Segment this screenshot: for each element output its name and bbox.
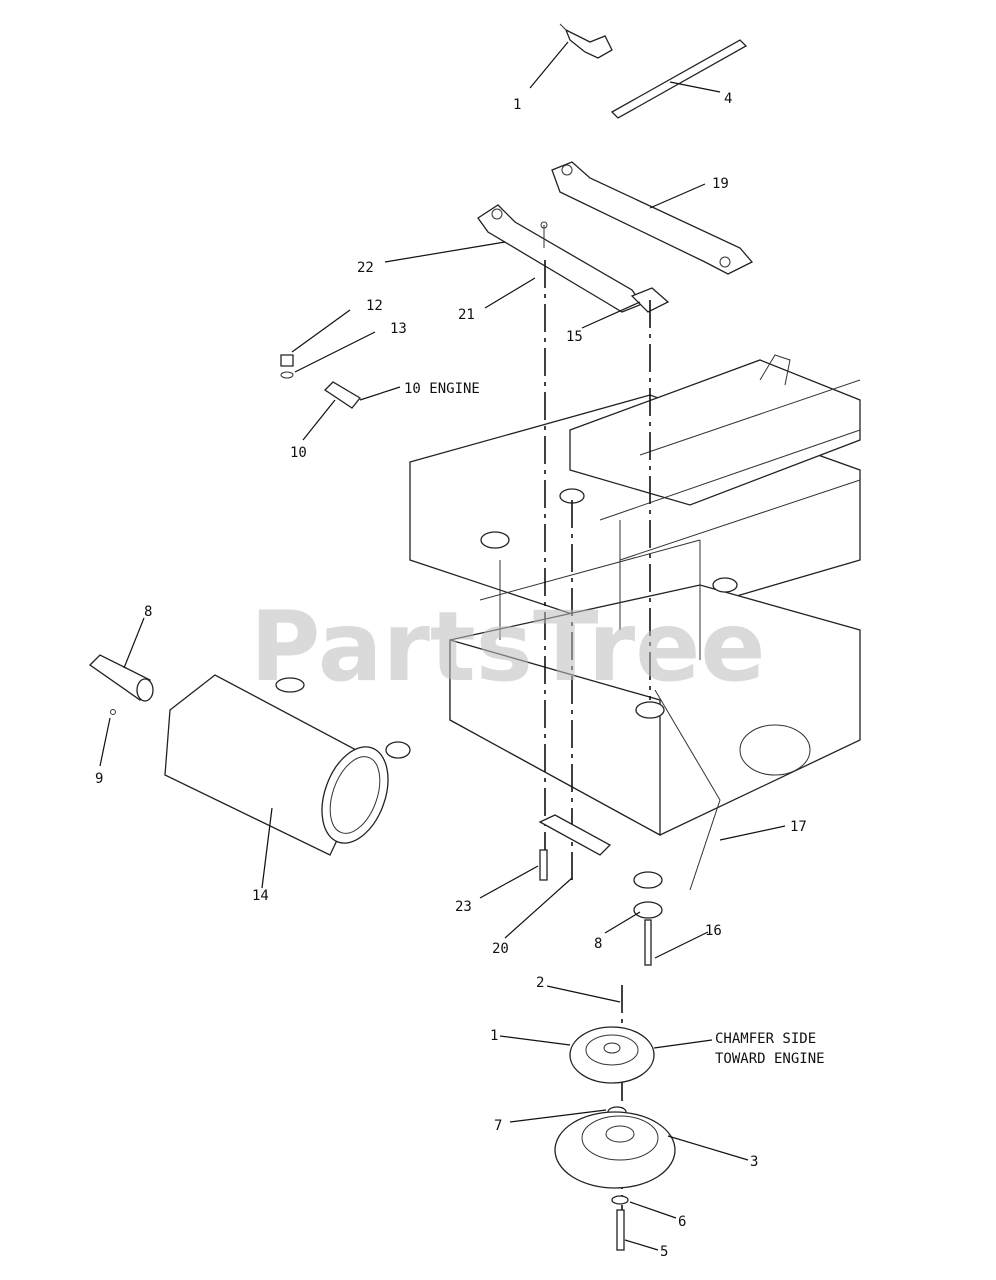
callout-16: 16 xyxy=(705,923,722,939)
callout-20: 20 xyxy=(492,941,509,957)
part-1-top-fitting xyxy=(559,23,613,59)
part-6-washer xyxy=(611,1195,629,1205)
part-19-bracket xyxy=(551,161,754,275)
part-12-13-bolt-washer xyxy=(280,354,294,379)
chamfer-note-line1: CHAMFER SIDE xyxy=(715,1031,816,1047)
callout-8-bottom: 8 xyxy=(594,936,602,952)
part-22-bolt xyxy=(540,221,548,248)
part-16-bolt xyxy=(644,919,652,966)
part-10-fitting xyxy=(323,381,361,409)
callout-7: 7 xyxy=(494,1118,502,1134)
leader-lines xyxy=(99,41,786,1251)
callout-19: 19 xyxy=(712,176,729,192)
callout-4: 4 xyxy=(724,91,732,107)
callout-5: 5 xyxy=(660,1244,668,1260)
callout-2: 2 xyxy=(536,975,544,991)
callout-22: 22 xyxy=(357,260,374,276)
callout-13: 13 xyxy=(390,321,407,337)
callout-3: 3 xyxy=(750,1154,758,1170)
part-23-bolt xyxy=(539,849,548,881)
callout-8-left: 8 xyxy=(144,604,152,620)
callout-12: 12 xyxy=(366,298,383,314)
part-20-bracket xyxy=(538,814,612,856)
callout-9: 9 xyxy=(95,771,103,787)
callout-6: 6 xyxy=(678,1214,686,1230)
chamfer-note-line2: TOWARD ENGINE xyxy=(715,1051,825,1067)
callout-21: 21 xyxy=(458,307,475,323)
callout-10: 10 xyxy=(290,445,307,461)
part-1-pulley xyxy=(569,1026,655,1084)
part-5-bolt xyxy=(616,1209,625,1251)
part-14-muffler xyxy=(164,674,411,856)
callout-labels: 1 4 19 22 21 15 12 13 10 ENGINE 10 8 9 1… xyxy=(95,91,825,1260)
part-isolator-mount xyxy=(633,871,663,919)
callout-17: 17 xyxy=(790,819,807,835)
watermark-text: PartsTree xyxy=(250,591,765,703)
part-4-rod xyxy=(610,39,748,119)
part-21-bracket xyxy=(477,204,644,313)
part-9-screw xyxy=(110,709,116,715)
callout-14: 14 xyxy=(252,888,269,904)
callout-1-top: 1 xyxy=(513,97,521,113)
callout-23: 23 xyxy=(455,899,472,915)
callout-10-engine: 10 ENGINE xyxy=(404,381,480,397)
callout-15: 15 xyxy=(566,329,583,345)
callout-1-bottom: 1 xyxy=(490,1028,498,1044)
part-8-pipe xyxy=(88,654,154,702)
frame-assembly xyxy=(409,354,861,891)
part-3-clutch xyxy=(554,1111,676,1189)
